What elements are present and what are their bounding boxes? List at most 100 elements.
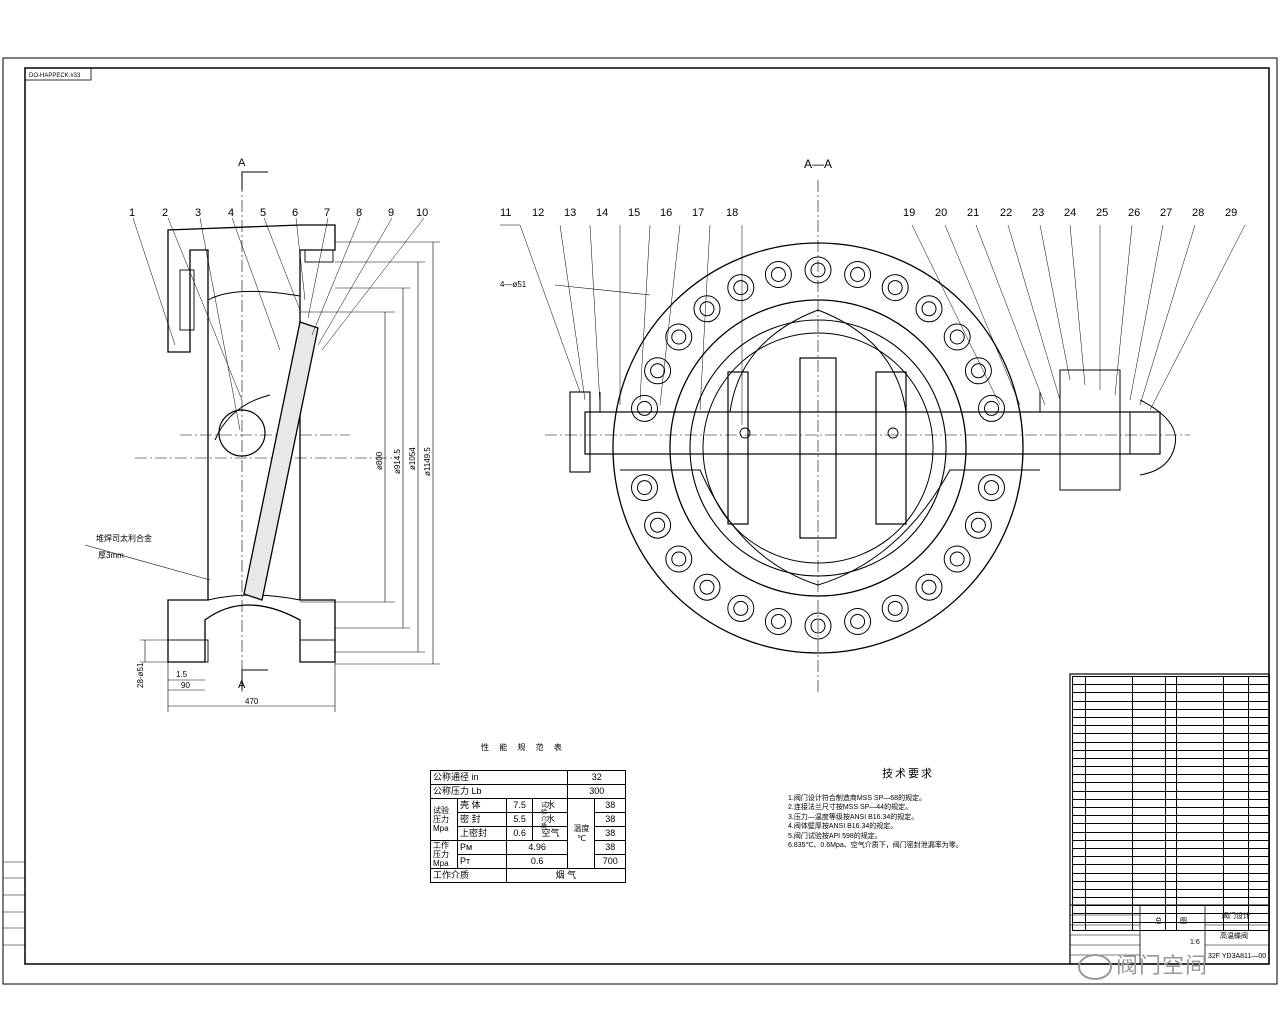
bom-cell: [1165, 766, 1177, 776]
bom-cell: [1176, 684, 1224, 694]
bom-cell: [1085, 847, 1133, 858]
bom-cell: [1072, 684, 1086, 694]
bom-cell: [1132, 733, 1166, 743]
part-number: 19: [903, 207, 915, 219]
bom-cell: [1072, 749, 1086, 759]
test-item-value: 5.5: [505, 812, 534, 827]
bolt-hole: [915, 573, 943, 601]
bom-cell: [1223, 806, 1249, 817]
bom-cell: [1165, 815, 1177, 825]
bom-row: [1072, 684, 1270, 694]
test-pressure-label: 试验压力Mpa: [430, 798, 458, 841]
bom-cell: [1223, 774, 1249, 784]
bolt-hole-inner: [921, 579, 937, 595]
temperature-value: 38: [594, 812, 626, 827]
test-medium-label: 试验介质: [541, 803, 548, 830]
bom-cell: [1248, 782, 1270, 792]
bolt-hole: [665, 545, 693, 573]
bom-cell: [1176, 741, 1224, 751]
bom-cell: [1132, 905, 1166, 915]
part-number: 9: [388, 207, 394, 219]
bom-cell: [1248, 913, 1270, 923]
bom-cell: [1248, 675, 1270, 686]
bom-cell: [1165, 708, 1177, 718]
bom-cell: [1085, 831, 1133, 841]
bolt-hole-inner: [949, 551, 965, 567]
bom-cell: [1223, 913, 1249, 923]
bolt-hole-inner: [650, 517, 666, 533]
bom-cell: [1248, 856, 1270, 866]
bolt-hole: [964, 511, 992, 539]
bom-row: [1072, 716, 1270, 727]
bom-cell: [1176, 790, 1224, 800]
part-number: 22: [1000, 207, 1012, 219]
bolt-hole-inner: [733, 280, 749, 296]
part-number: 25: [1096, 207, 1108, 219]
bom-row: [1072, 872, 1270, 882]
bolt-hole-inner: [887, 600, 903, 616]
bom-row: [1072, 847, 1270, 858]
bom-cell: [1223, 880, 1249, 890]
part-number: 3: [195, 207, 201, 219]
bom-cell: [1223, 708, 1249, 718]
bolt-hole: [943, 545, 971, 573]
work-item: Pм: [457, 840, 507, 855]
bom-cell: [1072, 905, 1086, 915]
technical-requirements: 技术要求 1.阀门设计符合制造商MSS SP—68的规定。 2.连接法兰尺寸按M…: [788, 769, 1028, 851]
bom-cell: [1223, 749, 1249, 759]
part-number: 4: [228, 207, 234, 219]
bom-cell: [1085, 798, 1133, 809]
bom-cell: [1132, 806, 1166, 817]
bom-row: [1072, 708, 1270, 718]
bom-cell: [1223, 847, 1249, 858]
bom-cell: [1072, 856, 1086, 866]
bom-cell: [1223, 872, 1249, 882]
bom-cell: [1248, 708, 1270, 718]
bolt-hole: [804, 256, 832, 284]
bom-row: [1072, 905, 1270, 915]
bom-row: [1072, 749, 1270, 759]
bom-cell: [1072, 864, 1086, 874]
temperature-value: 38: [594, 840, 626, 855]
dim-d3: ø1054: [408, 447, 417, 470]
wechat-icon: [1078, 954, 1112, 981]
bom-cell: [1132, 684, 1166, 694]
perf-row-value: 32: [567, 770, 626, 785]
bom-cell: [1223, 725, 1249, 735]
part-number: 5: [260, 207, 266, 219]
bom-cell: [1176, 905, 1224, 915]
bom-cell: [1223, 782, 1249, 792]
bolt-hole: [693, 573, 721, 601]
bom-cell: [1072, 725, 1086, 735]
section-letter-bottom: A: [238, 679, 246, 691]
part-number: 20: [935, 207, 947, 219]
bom-cell: [1085, 905, 1133, 915]
bom-cell: [1132, 872, 1166, 882]
section-letter-top: A: [238, 157, 246, 169]
bom-cell: [1085, 856, 1133, 866]
title-name: 高温蝶阀: [1220, 931, 1248, 940]
bom-row: [1072, 766, 1270, 776]
part-number: 24: [1064, 207, 1076, 219]
bolt-hole: [665, 323, 693, 351]
bom-cell: [1223, 905, 1249, 915]
bom-cell: [1085, 864, 1133, 874]
bom-row: [1072, 831, 1270, 841]
tech-req-item: 2.连接法兰尺寸按MSS SP—44的规定。: [788, 804, 913, 811]
bom-cell: [1085, 880, 1133, 890]
bom-cell: [1085, 823, 1133, 833]
perf-row-label: 公称通径 in: [429, 770, 569, 785]
bom-cell: [1176, 897, 1224, 907]
part-number: 17: [692, 207, 704, 219]
bolt-hole: [631, 394, 658, 422]
bom-cell: [1165, 831, 1177, 841]
bolt-hole: [693, 295, 721, 323]
bom-cell: [1165, 741, 1177, 751]
temperature-label: 温度 ℃: [567, 798, 596, 869]
bom-cell: [1223, 700, 1249, 710]
bom-cell: [1085, 716, 1133, 727]
dim-width: 470: [245, 697, 259, 706]
bolt-hole-inner: [650, 363, 666, 379]
bom-cell: [1223, 798, 1249, 809]
work-item-value: 4.96: [505, 840, 569, 855]
